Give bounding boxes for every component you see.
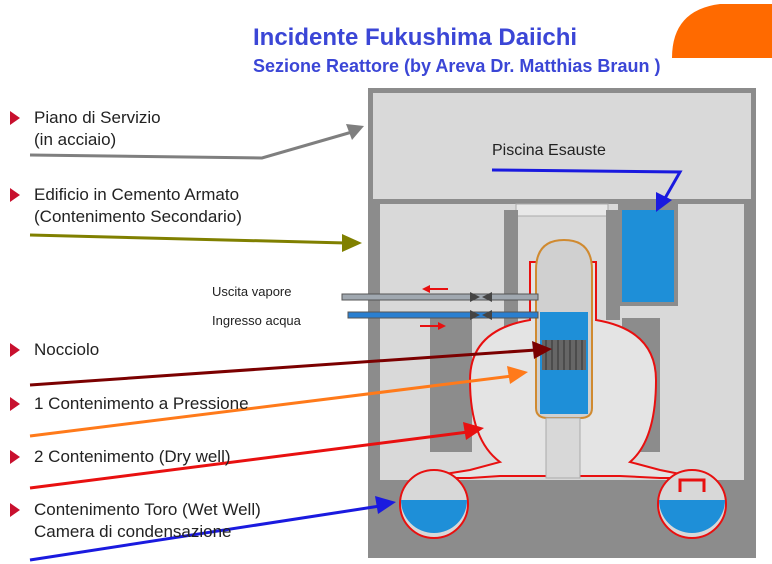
arrow-piscina bbox=[491, 168, 683, 201]
water-pipe bbox=[347, 311, 539, 319]
page-title: Incidente Fukushima Daiichi bbox=[253, 24, 578, 51]
label-nocciolo: Nocciolo bbox=[34, 340, 100, 359]
arrow-nocciolo bbox=[29, 348, 537, 387]
label-uscita-vapore: Uscita vapore bbox=[212, 284, 292, 299]
arrow-toro bbox=[29, 504, 381, 562]
steam-valve-icon-2 bbox=[482, 292, 492, 302]
cavity-wall-right bbox=[606, 210, 620, 320]
reactor-cavity-plug bbox=[515, 203, 609, 217]
bullet-nocciolo-icon bbox=[10, 343, 20, 357]
vent-header bbox=[678, 478, 706, 492]
torus-right bbox=[657, 469, 727, 539]
label-piano-line1: Piano di Servizio bbox=[34, 108, 161, 127]
label-contenimento-toro: Contenimento Toro (Wet Well) Camera di c… bbox=[34, 499, 261, 543]
label-edificio-line2: (Contenimento Secondario) bbox=[34, 207, 242, 226]
core-rods bbox=[545, 340, 583, 370]
bullet-contenimento2-icon bbox=[10, 450, 20, 464]
steam-valve-icon bbox=[470, 292, 480, 302]
arrow-edificio bbox=[29, 233, 347, 245]
areva-logo-icon bbox=[672, 4, 772, 58]
service-floor bbox=[371, 91, 753, 201]
bullet-edificio-icon bbox=[10, 188, 20, 202]
label-edificio: Edificio in Cemento Armato (Contenimento… bbox=[34, 184, 242, 228]
label-piano-line2: (in acciaio) bbox=[34, 130, 117, 149]
label-toro-line2: Camera di condensazione bbox=[34, 522, 232, 541]
rpv-pedestal bbox=[545, 417, 581, 479]
steam-pipe bbox=[341, 293, 539, 301]
torus-left bbox=[399, 469, 469, 539]
label-toro-line1: Contenimento Toro (Wet Well) bbox=[34, 500, 261, 519]
pipes bbox=[341, 285, 539, 330]
label-ingresso-acqua: Ingresso acqua bbox=[212, 313, 301, 328]
bullet-toro-icon bbox=[10, 503, 20, 517]
pool-water bbox=[622, 210, 674, 302]
water-valve-icon-2 bbox=[482, 310, 492, 320]
bullet-contenimento1-icon bbox=[10, 397, 20, 411]
torus-left-water bbox=[401, 500, 467, 533]
label-piscina-esauste: Piscina Esauste bbox=[492, 142, 606, 159]
label-piano-di-servizio: Piano di Servizio (in acciaio) bbox=[34, 107, 161, 151]
torus-right-water bbox=[659, 500, 725, 533]
water-valve-icon bbox=[470, 310, 480, 320]
arrow-contenimento1 bbox=[29, 374, 513, 438]
page-subtitle: Sezione Reattore (by Areva Dr. Matthias … bbox=[253, 56, 661, 76]
label-contenimento-dry-well: 2 Contenimento (Dry well) bbox=[34, 447, 231, 466]
arrow-contenimento2 bbox=[29, 430, 469, 490]
label-contenimento-pressione: 1 Contenimento a Pressione bbox=[34, 394, 249, 413]
arrow-piano bbox=[29, 130, 353, 160]
pressure-vessel bbox=[535, 238, 593, 479]
bullet-piano-icon bbox=[10, 111, 20, 125]
label-edificio-line1: Edificio in Cemento Armato bbox=[34, 185, 240, 204]
spent-fuel-pool bbox=[618, 204, 678, 306]
pointer-arrows bbox=[29, 124, 683, 562]
